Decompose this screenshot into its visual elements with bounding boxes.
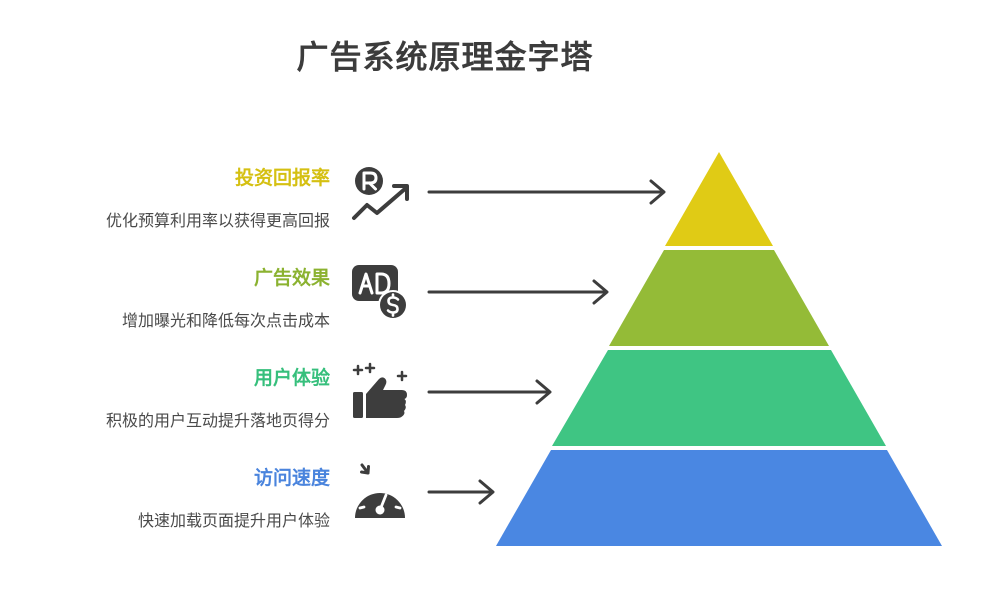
- pyramid-layer-user-experience: [552, 350, 886, 446]
- thumbs-up-sparkle-icon: [350, 362, 410, 422]
- arrow-user-experience: [427, 379, 552, 405]
- level-roi: 投资回报率 优化预算利用率以获得更高回报: [0, 166, 330, 232]
- pyramid-layer-roi: [665, 152, 773, 246]
- level-description: 积极的用户互动提升落地页得分: [105, 411, 330, 430]
- arrow-roi: [427, 179, 666, 205]
- level-access-speed: 访问速度 快速加载页面提升用户体验: [0, 466, 330, 532]
- pyramid-layer-access-speed: [496, 450, 942, 546]
- level-title: 广告效果: [253, 267, 330, 289]
- page-title: 广告系统原理金字塔: [296, 38, 594, 76]
- pyramid-layer-ad-effect: [609, 250, 829, 346]
- roi-rupee-trend-icon: [350, 162, 410, 222]
- level-description: 增加曝光和降低每次点击成本: [121, 311, 330, 330]
- ad-dollar-icon: [350, 262, 410, 322]
- level-ad-effect: 广告效果 增加曝光和降低每次点击成本: [0, 266, 330, 332]
- level-user-experience: 用户体验 积极的用户互动提升落地页得分: [0, 366, 330, 432]
- level-description: 优化预算利用率以获得更高回报: [105, 211, 330, 230]
- arrow-access-speed: [427, 479, 495, 505]
- level-title: 投资回报率: [234, 167, 330, 189]
- speedometer-icon: [350, 462, 410, 522]
- arrow-ad-effect: [427, 279, 609, 305]
- level-description: 快速加载页面提升用户体验: [137, 511, 330, 530]
- level-title: 用户体验: [253, 367, 330, 389]
- level-title: 访问速度: [253, 467, 330, 489]
